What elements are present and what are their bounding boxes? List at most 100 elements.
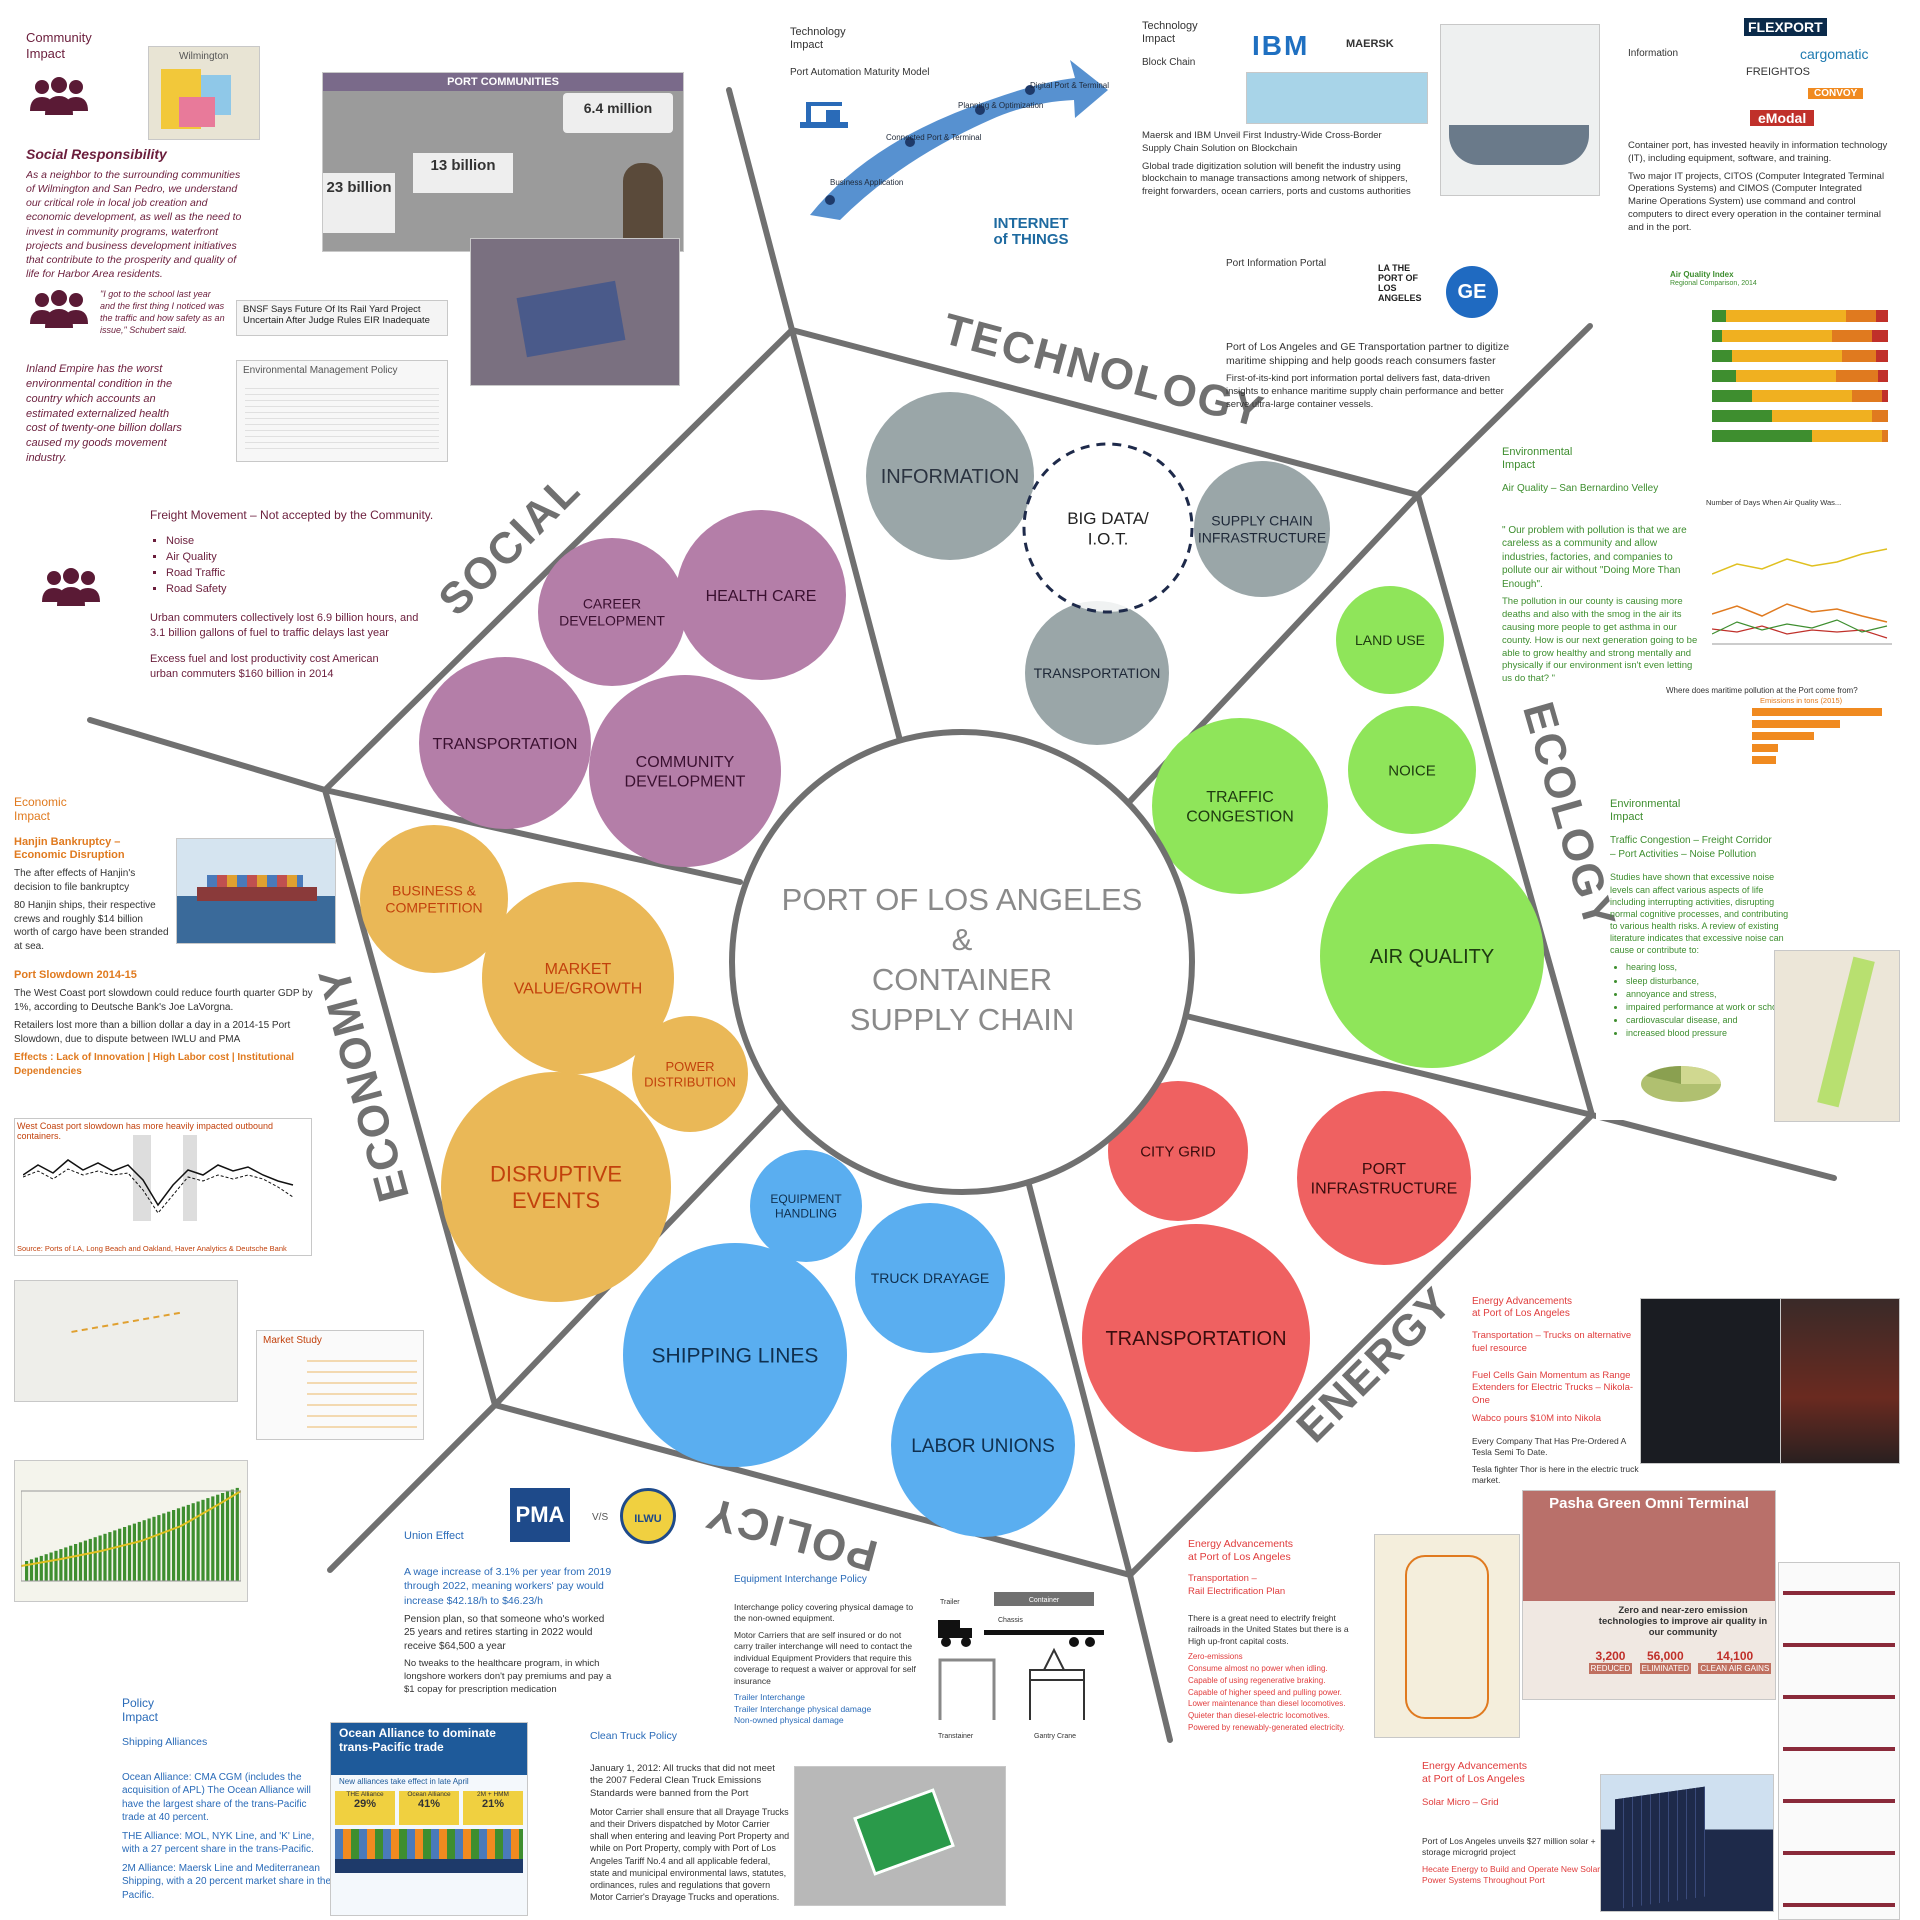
inland-empire-text: Inland Empire has the worst environmenta… (26, 363, 182, 465)
bubble-label: EQUIPMENT (770, 1192, 842, 1206)
wabco-text: Wabco pours $10M into Nikola (1472, 1413, 1602, 1425)
bubble-label: INFORMATION (881, 466, 1020, 488)
container-ship-infographic (1440, 24, 1600, 196)
energy-solar-panel: Energy Advancements at Port of Los Angel… (1422, 1760, 1602, 1892)
bubble-label: I.O.T. (1088, 529, 1129, 548)
retailers-lost-text: Retailers lost more than a billion dolla… (14, 1020, 291, 1045)
emodal-logo: eModal (1750, 110, 1815, 126)
rail-electrification-text: There is a great need to electrify freig… (1188, 1612, 1349, 1646)
internet-of-things-graphic: INTERNET of THINGS (980, 188, 1082, 290)
center-title-line-3: CONTAINER (872, 962, 1052, 997)
rail-map (1374, 1534, 1520, 1738)
bubble-circle (1194, 461, 1330, 597)
bubble-label: POWER (665, 1059, 714, 1074)
pollution-bars (1752, 708, 1882, 764)
bubble-label: AIR QUALITY (1370, 946, 1494, 968)
rail-benefit-item: Capable of higher speed and pulling powe… (1188, 1687, 1342, 1697)
automation-stage-2: Connected Port & Terminal (886, 133, 982, 142)
bubble-circle (866, 392, 1034, 560)
port-comparison-map (14, 1280, 238, 1402)
bnsf-headline-image: BNSF Says Future Of Its Rail Yard Projec… (236, 300, 448, 336)
bubble-label: PORT (1362, 1161, 1406, 1178)
ocean-alliance-subtitle: New alliances take effect in late April (339, 1777, 469, 1786)
wage-increase-text: A wage increase of 3.1% per year from 20… (404, 1566, 612, 1607)
noise-effect-item: increased blood pressure (1626, 1027, 1790, 1039)
trade-digitization-text: Global trade digitization solution will … (1142, 160, 1411, 198)
maritime-pollution-chart: Where does maritime pollution at the Por… (1660, 686, 1892, 778)
bubble-health-care: HEALTH CARE (676, 510, 846, 680)
iot-label: INTERNET of THINGS (993, 215, 1069, 248)
bubble-business-competition: BUSINESS &COMPETITION (360, 825, 508, 973)
noise-effect-item: sleep disturbance, (1626, 975, 1790, 987)
tech-automation-panel: Technology Impact Port Automation Maturi… (790, 26, 1080, 80)
community-impact-title: Community Impact (26, 30, 92, 61)
solar-panel-photo (1600, 1774, 1774, 1912)
air-days-lines (1712, 548, 1892, 645)
center-node: PORT OF LOS ANGELES & CONTAINER SUPPLY C… (729, 729, 1195, 1195)
spoke-tech-left (789, 327, 905, 751)
bubble-label: NOICE (1388, 762, 1436, 779)
policy-impact-panel: Policy Impact Shipping Alliances Ocean A… (122, 1696, 332, 1907)
transtainer-icon (938, 1658, 996, 1720)
spoke-policy-econ (492, 1402, 1133, 1578)
community-quote-text: "I got to the school last year and the f… (100, 289, 225, 336)
bubble-shipping-lines: SHIPPING LINES (623, 1243, 847, 1467)
automation-stage-3: Planning & Optimization (958, 101, 1043, 110)
blockchain-subtitle: Block Chain (1142, 57, 1196, 69)
pasha-description: Zero and near-zero emission technologies… (1598, 1605, 1768, 1638)
spoke-econ-out (327, 1402, 498, 1573)
teu-bars (21, 1487, 241, 1582)
port-stat-23-billion: 23 billion (323, 173, 395, 233)
bubble-label: VALUE/GROWTH (514, 980, 643, 997)
ge-partnership-text: Port of Los Angeles and GE Transportatio… (1226, 341, 1510, 368)
bubble-label: INFRASTRUCTURE (1198, 529, 1326, 545)
bubble-label: BUSINESS & (392, 883, 477, 899)
tech-impact-title: Technology Impact (790, 26, 846, 52)
spoke-social (322, 787, 743, 885)
port-of-la-logo: LA THE PORT OF LOS ANGELES (1378, 263, 1422, 303)
port-stat-13-billion: 13 billion (413, 153, 513, 193)
pasha-stat-value: 3,200 (1595, 1649, 1626, 1663)
bubble-circle (891, 1353, 1075, 1537)
port-info-portal-title: Port Information Portal (1226, 258, 1327, 269)
emission-reduction-table (1778, 1562, 1900, 1920)
solar-microgrid-text: Port of Los Angeles unveils $27 million … (1422, 1836, 1596, 1858)
noise-effect-item: annoyance and stress, (1626, 988, 1790, 1000)
maersk-ibm-text: Maersk and IBM Unveil First Industry-Wid… (1142, 129, 1382, 154)
bubble-label: TRUCK DRAYAGE (871, 1270, 990, 1286)
ibm-logo: IBM (1252, 30, 1310, 61)
bubble-label: CONGESTION (1186, 808, 1294, 825)
teu-forecast-bar-chart (14, 1460, 248, 1602)
emissions-pie-chart (1596, 1040, 1766, 1120)
vs-label: V/S (592, 1512, 609, 1523)
inland-empire-panel: Inland Empire has the worst environmenta… (26, 362, 186, 466)
equipment-label-gantry-crane: Gantry Crane (1034, 1733, 1076, 1740)
citos-cimos-text: Two major IT projects, CITOS (Computer I… (1628, 170, 1885, 233)
env-impact-title: Environmental Impact (1502, 446, 1573, 472)
alliance-share: 21% (481, 1798, 505, 1810)
bubble-circle (360, 825, 508, 973)
rail-benefit-item: Consume almost no power when idling. (1188, 1664, 1328, 1674)
bubble-label: LAND USE (1355, 632, 1425, 648)
spoke-energy-out (1589, 1112, 1837, 1181)
union-effect-panel: Union Effect A wage increase of 3.1% per… (404, 1530, 614, 1702)
union-effect-title: Union Effect (404, 1530, 464, 1542)
bubble-label: TRAFFIC (1206, 789, 1274, 806)
motor-carrier-insurance-text: Motor Carriers that are self insured or … (734, 1629, 916, 1686)
truck-icon (938, 1620, 972, 1647)
energy-trucks-title: Energy Advancements at Port of Los Angel… (1472, 1296, 1573, 1319)
hanjin-ships-text: 80 Hanjin ships, their respective crews … (14, 900, 169, 952)
sector-label-energy: ENERGY (1287, 1277, 1462, 1452)
bubble-circle (1320, 844, 1544, 1068)
bubble-label: EVENTS (512, 1188, 600, 1213)
crane-icon (800, 102, 848, 128)
bubble-circle (676, 510, 846, 680)
bubble-label: CITY GRID (1140, 1143, 1216, 1160)
wilmington-label: Wilmington (179, 51, 229, 62)
pension-text: Pension plan, so that someone who's work… (404, 1613, 605, 1652)
